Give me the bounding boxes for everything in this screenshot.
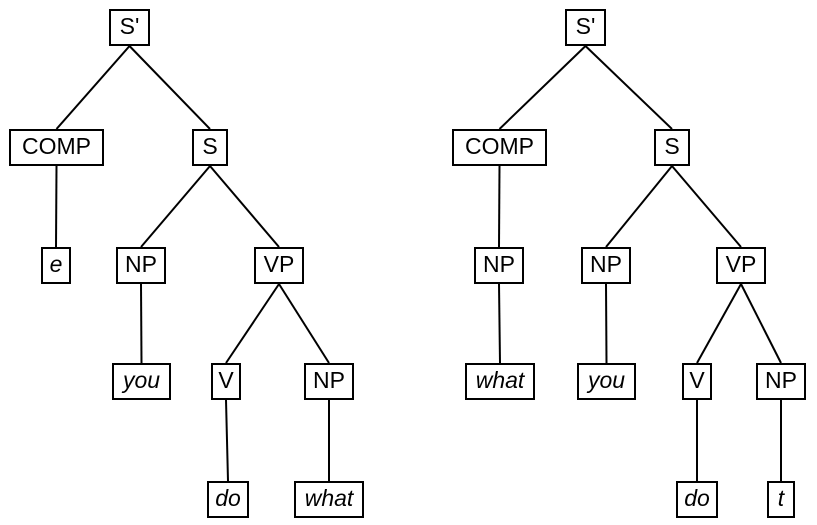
tree-node-np: NP — [304, 363, 354, 400]
tree-node-s: S — [192, 129, 228, 166]
tree-node-label: what — [475, 367, 525, 393]
tree-node-label: V — [689, 367, 705, 393]
tree-node-label: NP — [590, 251, 622, 277]
tree-node-label: do — [215, 485, 241, 511]
tree-edge-r-comp-to-r-np0 — [498, 165, 501, 248]
tree-edge-r-sbar-to-r-comp — [498, 45, 587, 130]
tree-node-np: NP — [474, 247, 524, 284]
tree-node-label: e — [49, 251, 63, 277]
tree-edge-l-vp-to-l-v — [225, 283, 280, 364]
tree-edge-l-comp-to-l-e — [55, 165, 58, 248]
tree-node-v: V — [211, 363, 241, 400]
tree-node-label: NP — [483, 251, 515, 277]
tree-edge-l-vp-to-l-np2 — [278, 283, 330, 364]
tree-edge-l-sbar-to-l-s — [128, 45, 211, 130]
tree-node-label: do — [684, 485, 710, 511]
tree-node-vp: VP — [254, 247, 304, 284]
tree-node-vp: VP — [716, 247, 766, 284]
tree-node-do: do — [207, 481, 249, 518]
tree-node-comp: COMP — [452, 129, 547, 166]
tree-node-you: you — [112, 363, 171, 400]
tree-node-sbar: S' — [109, 9, 150, 46]
tree-node-label: VP — [263, 251, 295, 277]
tree-edge-r-np1-to-r-you — [605, 283, 608, 364]
tree-edge-r-vp-to-r-np2 — [740, 283, 782, 364]
tree-node-label: you — [587, 367, 626, 393]
tree-node-label: VP — [725, 251, 757, 277]
tree-node-label: what — [304, 485, 354, 511]
tree-edge-r-vp-to-r-v — [696, 283, 742, 364]
tree-node-label: S' — [119, 13, 140, 39]
tree-node-label: you — [122, 367, 161, 393]
tree-node-label: COMP — [22, 133, 91, 159]
tree-edge-l-v-to-l-do — [225, 399, 229, 482]
tree-node-label: S — [202, 133, 218, 159]
tree-node-label: t — [777, 485, 785, 511]
tree-edge-r-s-to-r-np1 — [605, 165, 673, 248]
tree-edge-l-sbar-to-l-comp — [55, 45, 131, 130]
tree-node-label: S' — [575, 13, 596, 39]
tree-node-comp: COMP — [9, 129, 104, 166]
tree-edge-r-s-to-r-vp — [671, 165, 742, 248]
tree-node-np: NP — [756, 363, 806, 400]
tree-node-label: COMP — [465, 133, 534, 159]
tree-node-what: what — [294, 481, 364, 518]
tree-edge-r-np0-to-r-what — [498, 283, 501, 364]
tree-edge-l-s-to-l-vp — [209, 165, 280, 248]
tree-node-s: S — [654, 129, 690, 166]
tree-node-label: NP — [313, 367, 345, 393]
tree-node-label: S — [664, 133, 680, 159]
tree-node-t: t — [767, 481, 795, 518]
tree-node-label: NP — [765, 367, 797, 393]
tree-node-np: NP — [581, 247, 631, 284]
tree-node-e: e — [41, 247, 71, 284]
tree-node-label: NP — [125, 251, 157, 277]
tree-node-do: do — [676, 481, 718, 518]
tree-node-v: V — [682, 363, 712, 400]
tree-node-you: you — [577, 363, 636, 400]
tree-node-sbar: S' — [565, 9, 606, 46]
tree-edge-l-np1-to-l-you — [140, 283, 143, 364]
tree-edge-l-s-to-l-np1 — [140, 165, 211, 248]
tree-node-np: NP — [116, 247, 166, 284]
tree-edge-r-sbar-to-r-s — [584, 45, 673, 130]
tree-node-what: what — [465, 363, 535, 400]
tree-node-label: V — [218, 367, 234, 393]
